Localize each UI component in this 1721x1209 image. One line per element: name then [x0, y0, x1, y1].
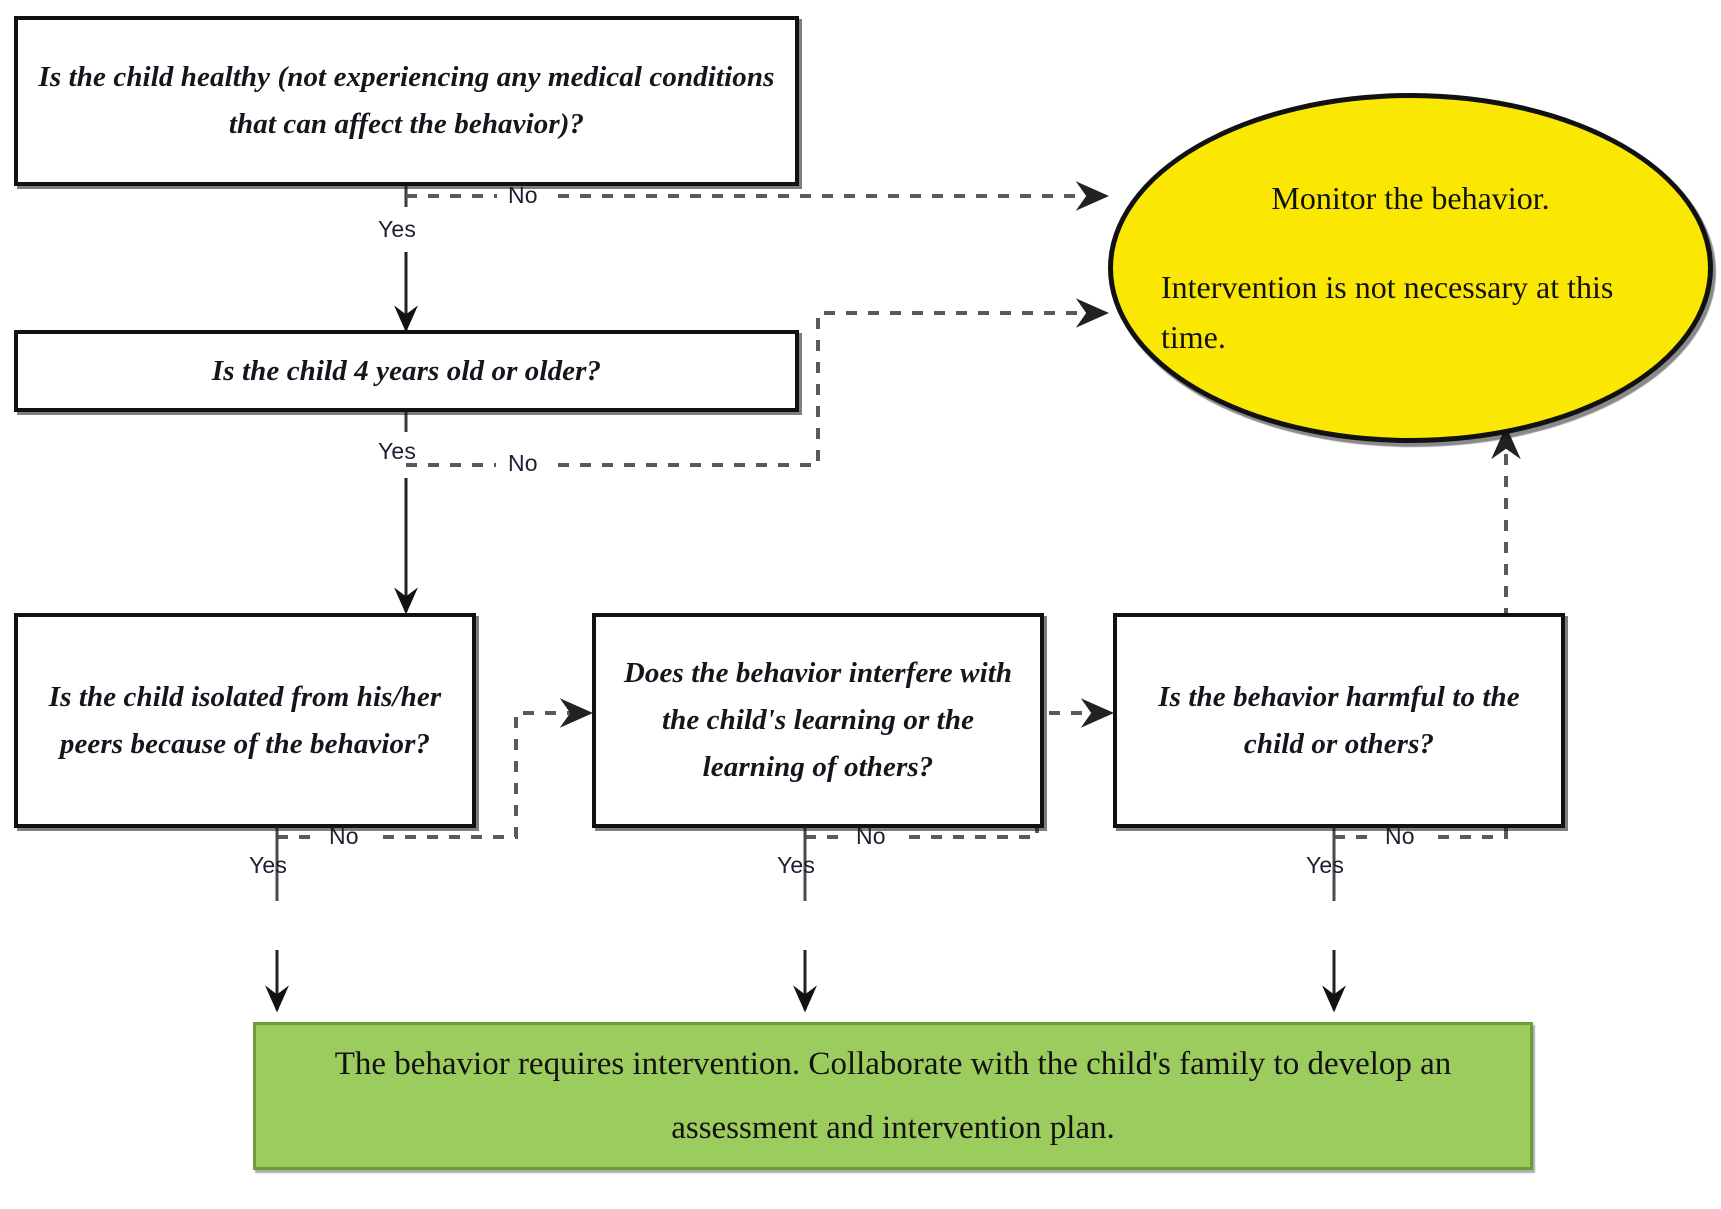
decision-box-interferes-learning-label: Does the behavior interfere with the chi…: [623, 657, 1013, 783]
outcome-requires-intervention-label: The behavior requires intervention. Coll…: [334, 1045, 1452, 1146]
edge-label-q4-no: No: [856, 823, 886, 849]
decision-box-child-age[interactable]: Is the child 4 years old or older?: [14, 330, 799, 412]
outcome-monitor-line-1: Monitor the behavior.: [1271, 179, 1550, 216]
decision-box-child-isolated-label: Is the child isolated from his/her peers…: [48, 680, 442, 760]
edge-label-q1-no: No: [508, 182, 538, 208]
edge-label-q4-yes: Yes: [777, 852, 816, 878]
edge-label-q2-yes: Yes: [378, 438, 417, 464]
edge-label-q5-no: No: [1385, 823, 1415, 849]
decision-box-interferes-learning[interactable]: Does the behavior interfere with the chi…: [592, 613, 1044, 828]
edge-label-q2-no: No: [508, 450, 538, 476]
decision-box-behavior-harmful[interactable]: Is the behavior harmful to the child or …: [1113, 613, 1565, 828]
decision-box-behavior-harmful-label: Is the behavior harmful to the child or …: [1158, 680, 1520, 760]
decision-box-child-healthy[interactable]: Is the child healthy (not experiencing a…: [14, 16, 799, 186]
decision-box-child-healthy-label: Is the child healthy (not experiencing a…: [38, 61, 775, 140]
outcome-requires-intervention[interactable]: The behavior requires intervention. Coll…: [253, 1022, 1533, 1170]
edge-label-q5-yes: Yes: [1306, 852, 1345, 878]
outcome-monitor-behavior-label: Monitor the behavior. Intervention is no…: [1113, 174, 1708, 363]
outcome-monitor-line-2: Intervention is not necessary at this ti…: [1161, 269, 1614, 355]
decision-box-child-isolated[interactable]: Is the child isolated from his/her peers…: [14, 613, 476, 828]
edge-label-q1-yes: Yes: [378, 216, 417, 242]
edge-label-q3-yes: Yes: [249, 852, 288, 878]
edge-label-q3-no: No: [329, 823, 359, 849]
outcome-monitor-behavior[interactable]: Monitor the behavior. Intervention is no…: [1108, 93, 1713, 443]
decision-box-child-age-label: Is the child 4 years old or older?: [211, 354, 602, 387]
